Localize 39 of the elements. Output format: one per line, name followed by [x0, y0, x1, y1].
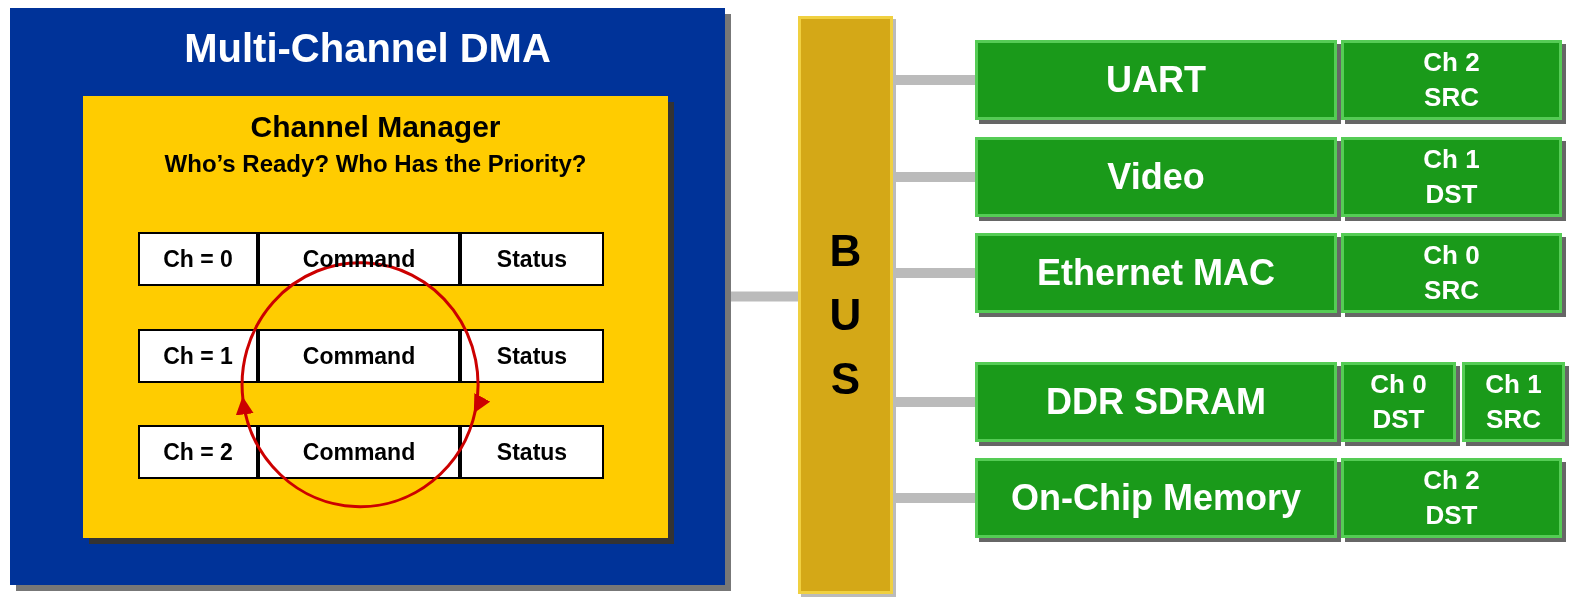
panel-title: Multi-Channel DMA — [184, 26, 551, 71]
device-label: Ethernet MAC — [1037, 252, 1275, 294]
channel-label: Ch 0 SRC — [1422, 238, 1481, 307]
channel-label: Ch 1 SRC — [1484, 367, 1543, 436]
device-label: DDR SDRAM — [1046, 381, 1266, 423]
device-label: On-Chip Memory — [1011, 477, 1301, 519]
channel-label: Ch 0 DST — [1369, 367, 1428, 436]
cell-text: Status — [496, 342, 568, 370]
bus-bar — [798, 16, 893, 594]
device-label: Video — [1107, 156, 1205, 198]
channel-label: Ch 1 DST — [1422, 142, 1481, 211]
cell-text: Command — [302, 342, 416, 370]
bus-label: BUS — [828, 225, 863, 405]
panel-title: Channel Manager — [250, 110, 501, 144]
table-cell — [258, 425, 460, 479]
channel-label: Ch 2 SRC — [1422, 45, 1481, 114]
table-cell — [138, 425, 258, 479]
panel-subtitle: Who’s Ready? Who Has the Priority? — [164, 150, 587, 178]
bus-connector — [893, 75, 975, 85]
cell-text: Status — [496, 438, 568, 466]
table-cell — [460, 425, 604, 479]
cell-text: Command — [302, 438, 416, 466]
bus-connector — [893, 268, 975, 278]
table-cell — [258, 329, 460, 383]
table-cell — [258, 232, 460, 286]
table-cell — [138, 232, 258, 286]
cell-text: Command — [302, 245, 416, 273]
bus-connector — [893, 493, 975, 503]
bus-connector — [893, 172, 975, 182]
table-cell — [138, 329, 258, 383]
device-label: UART — [1106, 59, 1206, 101]
cell-text: Ch = 1 — [163, 342, 233, 370]
cell-text: Status — [496, 245, 568, 273]
cell-text: Ch = 0 — [163, 245, 233, 273]
bus-connector — [893, 397, 975, 407]
cell-text: Ch = 2 — [163, 438, 233, 466]
table-cell — [460, 329, 604, 383]
channel-label: Ch 2 DST — [1422, 463, 1481, 532]
table-cell — [460, 232, 604, 286]
